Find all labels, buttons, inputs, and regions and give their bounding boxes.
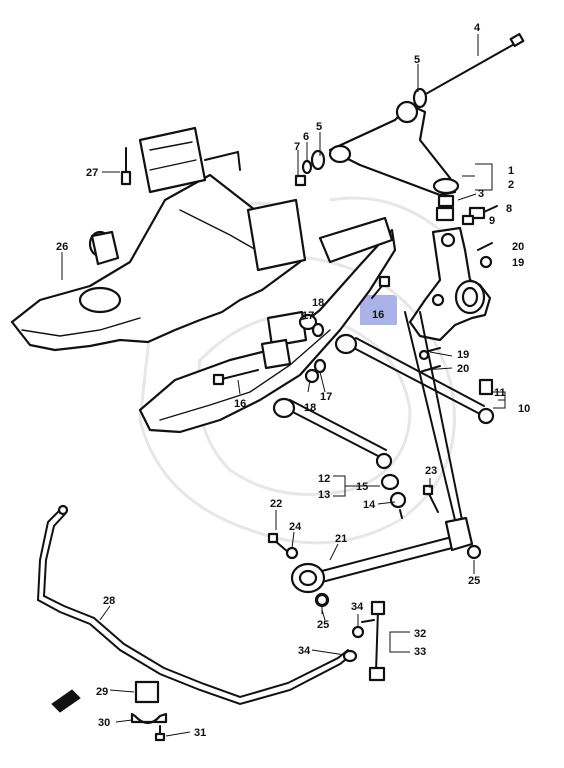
- callout-5-b: 5: [316, 121, 322, 133]
- callout-24: 24: [289, 521, 302, 533]
- leader-lines: [61, 34, 506, 737]
- callout-1: 1: [508, 165, 514, 177]
- callout-19: 19: [512, 257, 524, 269]
- callout-labels: 4 5 5 6 7 1 2 3 8 9 20 19 27 26 16 18 17…: [56, 22, 530, 739]
- upper-control-arm[interactable]: [328, 100, 460, 197]
- knuckle[interactable]: [408, 226, 493, 342]
- callout-16-highlighted[interactable]: 16: [372, 309, 384, 321]
- callout-33: 33: [414, 646, 426, 658]
- callout-12: 12: [318, 473, 330, 485]
- callout-29: 29: [96, 686, 108, 698]
- callout-18: 18: [312, 297, 324, 309]
- callout-16-b: 16: [234, 398, 246, 410]
- callout-23: 23: [425, 465, 437, 477]
- frame-bushings[interactable]: [212, 313, 327, 386]
- callout-21: 21: [335, 533, 347, 545]
- callout-27: 27: [86, 167, 98, 179]
- callout-20: 20: [512, 241, 524, 253]
- callout-32: 32: [414, 628, 426, 640]
- callout-9: 9: [489, 215, 495, 227]
- callout-34: 34: [351, 601, 364, 613]
- bolt-22[interactable]: [267, 532, 299, 560]
- subframe-crossmember[interactable]: [10, 126, 397, 434]
- callout-3: 3: [478, 188, 484, 200]
- callout-30: 30: [98, 717, 110, 729]
- callout-17-b: 17: [320, 391, 332, 403]
- callout-5: 5: [414, 54, 420, 66]
- callout-26: 26: [56, 241, 68, 253]
- callout-13: 13: [318, 489, 330, 501]
- stabilizer-link[interactable]: [351, 600, 386, 682]
- stabilizer-bushing-clamp[interactable]: [51, 680, 168, 742]
- callout-20-b: 20: [457, 363, 469, 375]
- callout-10: 10: [518, 403, 530, 415]
- callout-18-b: 18: [304, 402, 316, 414]
- callout-6: 6: [303, 131, 309, 143]
- upper-arm-long-bolt[interactable]: [294, 32, 525, 187]
- ball-joint-stack[interactable]: [435, 194, 498, 226]
- callout-17: 17: [302, 310, 314, 322]
- callout-19-b: 19: [457, 349, 469, 361]
- callout-22: 22: [270, 498, 282, 510]
- callout-8: 8: [506, 203, 512, 215]
- lower-link-rod[interactable]: [272, 397, 407, 519]
- selected-part-highlight[interactable]: [360, 295, 397, 325]
- callout-4: 4: [474, 22, 481, 34]
- callout-15: 15: [356, 481, 368, 493]
- callout-14: 14: [363, 499, 376, 511]
- callout-34-b: 34: [298, 645, 311, 657]
- callout-2: 2: [508, 179, 514, 191]
- stabilizer-bar[interactable]: [36, 504, 358, 706]
- callout-11: 11: [494, 387, 506, 399]
- callout-31: 31: [194, 727, 206, 739]
- callout-28: 28: [103, 595, 115, 607]
- callout-25-b: 25: [317, 619, 329, 631]
- callout-7: 7: [294, 141, 300, 153]
- callout-25: 25: [468, 575, 480, 587]
- bolt-16[interactable]: [371, 275, 391, 299]
